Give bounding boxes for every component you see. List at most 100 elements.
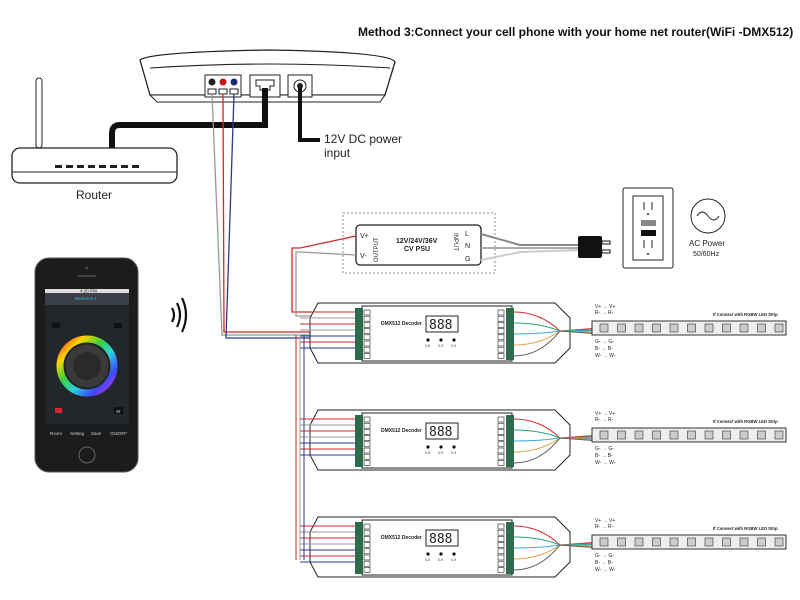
- led-chip: [774, 537, 784, 547]
- led-chip: [634, 323, 644, 333]
- psu-output-label: OUTPUT: [374, 237, 380, 262]
- router-label: Router: [76, 188, 112, 202]
- psu-l: L: [465, 231, 469, 238]
- led-chip: [617, 323, 626, 333]
- psu: V+ V- OUTPUT 12V/24V/36V CV PSU INPUT L …: [342, 212, 496, 274]
- ac-plug: [578, 236, 602, 258]
- strip-caption: If Connect with RGBW LED Strip: [713, 312, 778, 317]
- psu-vminus: V-: [360, 253, 367, 260]
- diagram-title: Method 3:Connect your cell phone with yo…: [358, 25, 793, 39]
- decoder-dip-button[interactable]: [439, 338, 443, 342]
- pin-map-bottom: B- → B-: [595, 560, 613, 566]
- led-chip: [617, 430, 626, 440]
- phone-tab-save[interactable]: Save: [91, 431, 102, 436]
- pin-map-top: V+ → V+: [595, 411, 615, 417]
- pin-map-top: V+ → V+: [595, 304, 615, 310]
- led-chip: [634, 430, 644, 440]
- led-chip: [634, 537, 644, 547]
- led-chip: [757, 537, 766, 547]
- phone-home-button[interactable]: [78, 446, 96, 464]
- led-strip-3: If Connect with RGBW LED Strip V+ → V+R- …: [591, 518, 787, 573]
- led-chip: [599, 430, 609, 440]
- svg-text:0-5: 0-5: [425, 344, 430, 348]
- decoder-label: DMX512 Decoder: [381, 428, 422, 434]
- psu-g: G: [465, 256, 470, 263]
- decoder-dip-button[interactable]: [439, 552, 443, 556]
- decoder-dip-button[interactable]: [452, 552, 456, 556]
- pin-map-bottom: W- → W-: [595, 567, 616, 573]
- led-chip: [669, 430, 679, 440]
- led-chip: [722, 430, 731, 440]
- pin-map-bottom: G- → G-: [595, 339, 614, 345]
- pin-map-top: R- → R-: [595, 310, 614, 316]
- led-chip: [687, 430, 696, 440]
- led-chip: [617, 537, 626, 547]
- strip-caption: If Connect with RGBW LED Strip: [713, 419, 778, 424]
- wifi-dmx-module: [139, 49, 396, 103]
- smartphone: 4:20 PM Bedroom 1 W Room Setting Save ON…: [34, 257, 139, 473]
- led-chip: [704, 323, 714, 333]
- phone-tab-onoff[interactable]: ON/OFF: [110, 431, 127, 436]
- led-chip: [722, 323, 731, 333]
- svg-text:0-9: 0-9: [438, 451, 443, 455]
- svg-text:0-9: 0-9: [451, 451, 456, 455]
- decoder-label: DMX512 Decoder: [381, 321, 422, 327]
- led-chip: [757, 323, 766, 333]
- strip-caption: If Connect with RGBW LED Strip: [713, 526, 778, 531]
- svg-text:0-5: 0-5: [425, 451, 430, 455]
- phone-w-button[interactable]: [114, 407, 123, 414]
- led-chip: [704, 537, 714, 547]
- pin-map-bottom: B- → B-: [595, 346, 613, 352]
- pin-map-bottom: W- → W-: [595, 460, 616, 466]
- decoder-display: [425, 315, 459, 333]
- svg-text:0-9: 0-9: [451, 558, 456, 562]
- svg-text:0-9: 0-9: [438, 558, 443, 562]
- led-strip-1: If Connect with RGBW LED Strip V+ → V+R- …: [591, 304, 787, 359]
- dc-power-label-1: 12V DC power: [324, 132, 402, 146]
- psu-title-2: CV PSU: [404, 246, 430, 253]
- wireless-signal-icon: [171, 297, 188, 333]
- pin-map-top: V+ → V+: [595, 518, 615, 524]
- phone-app-title: Bedroom 1: [75, 296, 98, 301]
- psu-vplus: V+: [360, 233, 369, 240]
- phone-tab-room[interactable]: Room: [50, 431, 62, 436]
- decoder-dip-button[interactable]: [426, 445, 430, 449]
- decoder-display: [425, 529, 459, 547]
- phone-mode-button[interactable]: [114, 323, 122, 328]
- pin-map-top: R- → R-: [595, 524, 614, 530]
- wall-outlet: [622, 187, 674, 269]
- decoder-dip-button[interactable]: [452, 338, 456, 342]
- decoder-display: [425, 422, 459, 440]
- phone-play-button[interactable]: [52, 323, 60, 328]
- phone-status-time: 4:20 PM: [80, 289, 97, 294]
- decoder-dip-button[interactable]: [426, 552, 430, 556]
- phone-tab-setting[interactable]: Setting: [70, 431, 85, 436]
- decoder-label: DMX512 Decoder: [381, 535, 422, 541]
- phone-color-preset[interactable]: [55, 408, 62, 413]
- svg-text:0-9: 0-9: [438, 344, 443, 348]
- svg-text:0-5: 0-5: [425, 558, 430, 562]
- led-chip: [722, 537, 731, 547]
- svg-text:0-9: 0-9: [451, 344, 456, 348]
- psu-title-1: 12V/24V/36V: [396, 238, 438, 245]
- phone-color-wheel[interactable]: [56, 335, 118, 397]
- dmx-decoder-3: DMX512 Decoder 888 0-5 0-9 0-9: [300, 516, 601, 578]
- pin-map-bottom: W- → W-: [595, 353, 616, 359]
- decoder-dip-button[interactable]: [452, 445, 456, 449]
- led-chip: [757, 430, 766, 440]
- decoder-dip-button[interactable]: [439, 445, 443, 449]
- pin-map-bottom: G- → G-: [595, 446, 614, 452]
- psu-input-label: INPUT: [452, 233, 458, 251]
- led-chip: [669, 323, 679, 333]
- ac-power-label-2: 50/60Hz: [693, 251, 720, 258]
- led-chip: [687, 323, 696, 333]
- decoder-display-digits: 888: [429, 532, 452, 547]
- led-chip: [704, 430, 714, 440]
- pin-map-bottom: B- → B-: [595, 453, 613, 459]
- router: [11, 77, 178, 184]
- decoder-dip-button[interactable]: [426, 338, 430, 342]
